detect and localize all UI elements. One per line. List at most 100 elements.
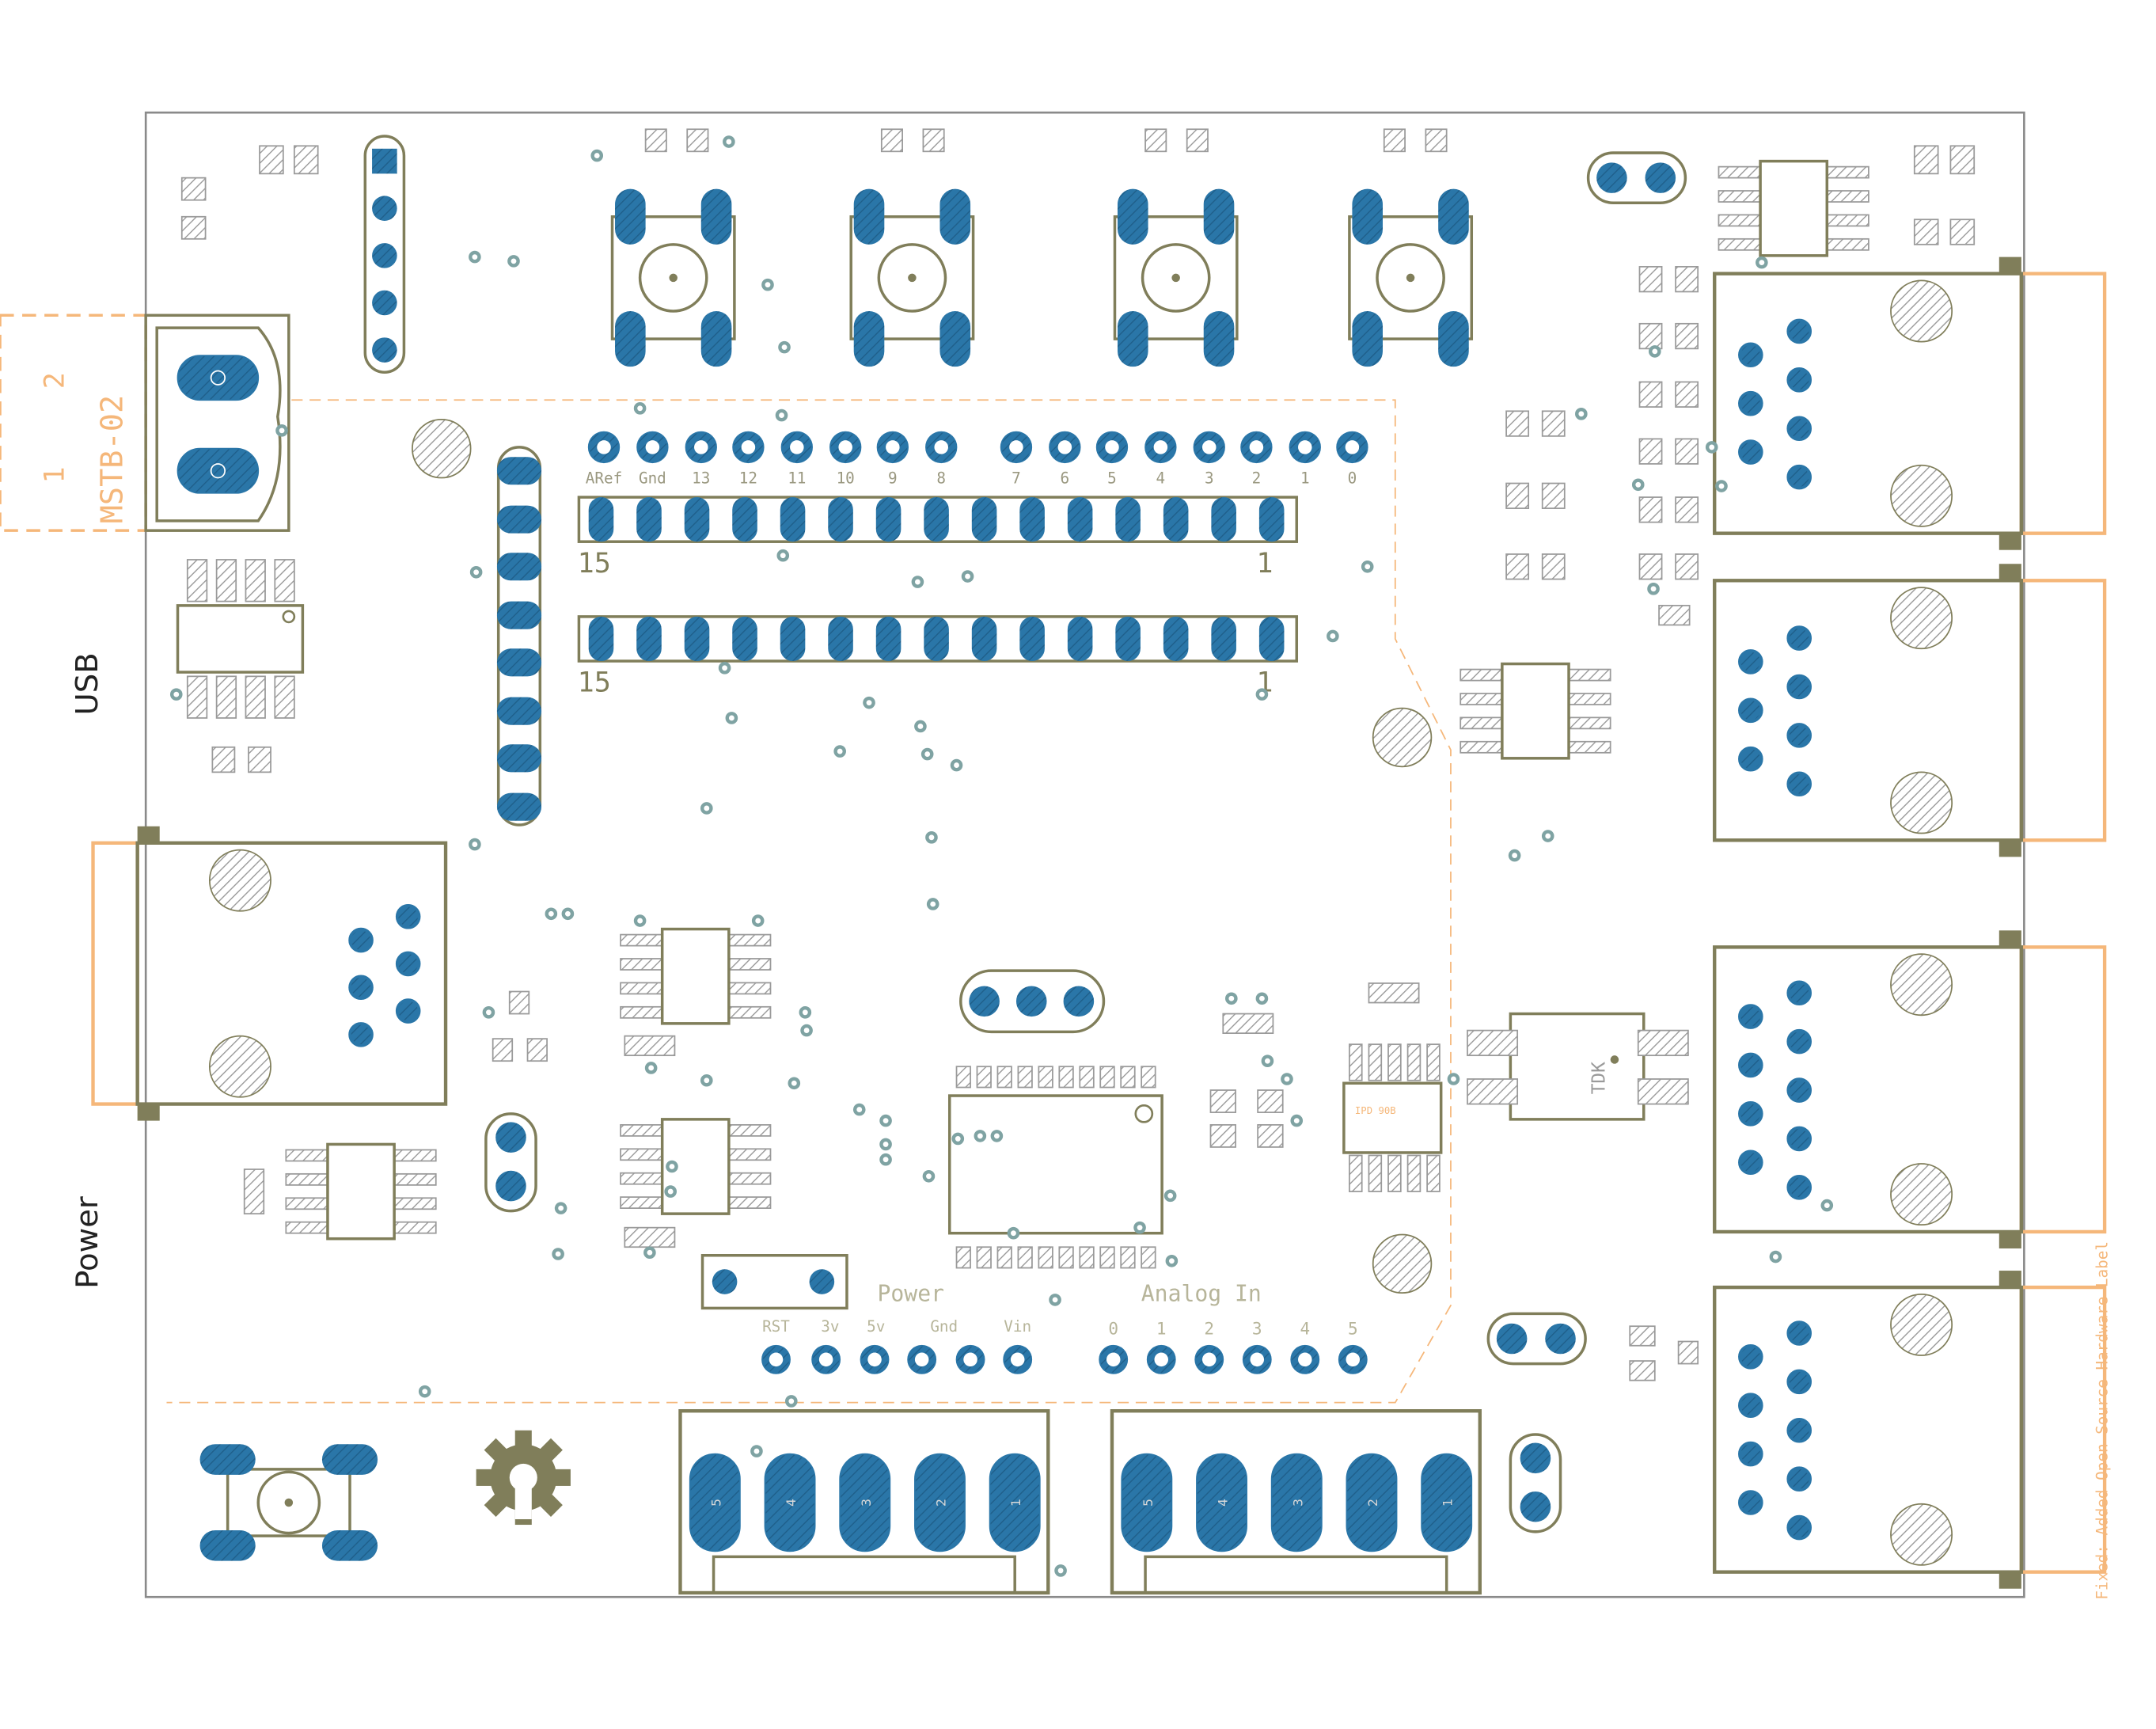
qfp-pad <box>1120 1066 1136 1089</box>
analog-pin-label: 2 <box>1204 1319 1214 1339</box>
rj45-hole <box>208 849 271 912</box>
rj45-jack-icon <box>1713 1271 2107 1589</box>
soic-pad <box>285 1149 328 1162</box>
power-pin-label: Vin <box>1004 1317 1031 1336</box>
rj45-pin <box>1786 980 1812 1006</box>
header-pin-pad <box>780 497 806 542</box>
open-hardware-gear-icon <box>476 1430 571 1526</box>
via <box>700 802 713 815</box>
terminal-lip <box>1144 1555 1448 1594</box>
terminal-number: 3 <box>1290 1499 1305 1507</box>
via <box>974 1130 987 1142</box>
rj45-pin <box>1786 1466 1812 1492</box>
rj45-jack-icon <box>1713 930 2107 1248</box>
via <box>1647 583 1660 595</box>
via <box>545 907 558 921</box>
terminal-pad <box>764 1453 816 1552</box>
analog-pin-hole <box>1106 1352 1121 1367</box>
header-pin-pad <box>684 616 710 662</box>
rj45-tab <box>1998 533 2021 550</box>
digital-pin-hole <box>1105 440 1119 454</box>
fixed-note: Fixed: Added Open Source Hardware Label <box>2093 1241 2112 1600</box>
terminal-number: 5 <box>1141 1499 1156 1507</box>
rj45-tab <box>1998 1231 2021 1248</box>
soic-pad <box>620 958 663 971</box>
terminal-pad <box>914 1453 966 1552</box>
rj45-pin <box>1786 1417 1812 1443</box>
via <box>961 570 974 583</box>
via <box>469 565 483 579</box>
rj45-pin <box>1738 746 1763 772</box>
via <box>1715 480 1728 492</box>
via <box>633 914 647 927</box>
via <box>914 720 927 733</box>
rj45-hole <box>1890 464 1953 527</box>
header-pin-pad <box>1067 616 1093 662</box>
rj45-pin <box>395 903 421 929</box>
digital-pin-hole <box>1057 440 1072 454</box>
via <box>1133 1221 1146 1234</box>
rj45-pin <box>1786 1369 1812 1395</box>
digital-pin-label: 9 <box>888 469 898 488</box>
mstb-pin1-label: 1 <box>39 466 71 483</box>
digital-pin-hole <box>934 440 948 454</box>
terminal-number: 5 <box>708 1499 723 1507</box>
soic-pad <box>1718 190 1761 203</box>
terminal-pad <box>1196 1453 1247 1552</box>
rj45-pin <box>1786 1175 1812 1200</box>
via <box>788 1077 801 1090</box>
rj45-pin <box>1738 1441 1763 1467</box>
smd-pads-topleft <box>180 128 1976 1381</box>
qfp-pad <box>996 1246 1012 1269</box>
rj45-pin <box>1786 464 1812 490</box>
rj45-tab <box>1998 256 2021 274</box>
analog-pin-label: 1 <box>1156 1319 1167 1339</box>
rj45-body <box>1713 272 2024 535</box>
via <box>644 1062 658 1074</box>
digital-pin-label: 13 <box>692 469 710 488</box>
via <box>775 408 788 422</box>
header-pin-pad <box>780 616 806 662</box>
qfp-pad <box>1099 1246 1115 1269</box>
header-pin-pad <box>1067 497 1093 542</box>
digital-pin-label: 4 <box>1156 469 1166 488</box>
digital-pin-hole <box>1298 440 1312 454</box>
mstb-pin2-label: 2 <box>39 372 71 389</box>
rj45-tab <box>1998 840 2021 857</box>
digital-pin-label: 0 <box>1348 469 1357 488</box>
header-pin-pad <box>588 497 614 542</box>
power-pin-hole <box>769 1352 784 1367</box>
via <box>920 747 934 761</box>
via <box>1049 1294 1061 1306</box>
digital-pin-label: 11 <box>788 469 806 488</box>
via <box>833 745 846 758</box>
board-outline <box>144 111 2025 1598</box>
soic-chip <box>285 1142 437 1241</box>
via <box>799 1005 812 1019</box>
analog-pin-hole <box>1250 1352 1265 1367</box>
via <box>863 696 875 709</box>
via <box>879 1153 892 1166</box>
header-pin-pad <box>875 497 901 542</box>
soic-body <box>660 927 731 1025</box>
rj45-pin <box>1786 1028 1812 1054</box>
soic-pad <box>393 1172 437 1186</box>
rj45-pin <box>395 951 421 977</box>
via <box>778 340 791 354</box>
via <box>1756 256 1768 269</box>
soic-pad <box>1459 716 1503 730</box>
rj45-pin <box>1786 723 1812 748</box>
via <box>1769 1250 1782 1264</box>
soic-pad <box>1568 668 1611 682</box>
digital-pin-hole <box>1249 440 1264 454</box>
rj45-jack-icon <box>1713 564 2107 857</box>
via <box>879 1114 892 1127</box>
via <box>911 576 924 588</box>
header-pin-pad <box>732 616 757 662</box>
terminal-number: 2 <box>933 1499 948 1507</box>
via <box>1631 478 1645 492</box>
header-pin-pad <box>875 616 901 662</box>
via <box>169 688 183 701</box>
via <box>552 1248 564 1260</box>
